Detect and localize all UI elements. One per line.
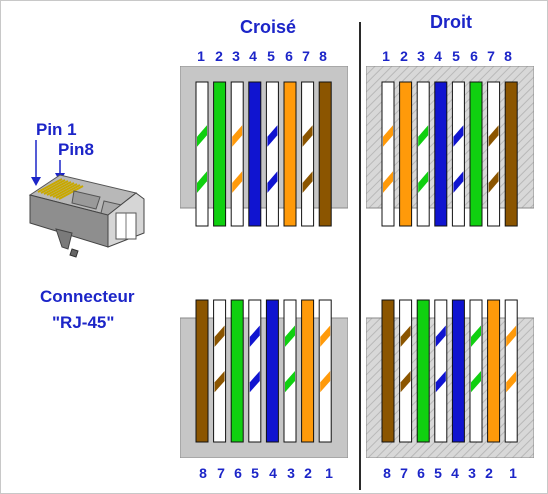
wire-wh-brown: [487, 81, 501, 227]
pin-number: 8: [504, 48, 512, 64]
pin-number: 3: [287, 465, 295, 481]
pin-number: 4: [451, 465, 459, 481]
connector-caption-line1: Connecteur: [40, 287, 135, 306]
straight-connector-bottom: [366, 298, 534, 458]
wire-wh-orange: [504, 299, 518, 443]
pin-number: 2: [215, 48, 223, 64]
pin1-label: Pin 1: [36, 120, 77, 139]
wire-wh-orange: [318, 299, 332, 443]
pin-number: 6: [234, 465, 242, 481]
wire-wh-blue: [248, 299, 262, 443]
wire-brown: [318, 81, 332, 227]
pin-numbers-crossover-top: 1 2 3 4 5 6 7 8: [194, 48, 344, 66]
pin-number: 6: [417, 465, 425, 481]
wire-wh-green: [195, 81, 209, 227]
crossover-connector-top: [180, 66, 348, 228]
pin-number: 7: [487, 48, 495, 64]
wire-wh-green: [283, 299, 297, 443]
wire-green: [469, 81, 483, 227]
wire-wh-brown: [213, 299, 227, 443]
wire-wh-green: [469, 299, 483, 443]
wire-blue: [265, 299, 279, 443]
pin-number: 4: [269, 465, 277, 481]
wire-orange: [283, 81, 297, 227]
wire-wh-brown: [399, 299, 413, 443]
pin-number: 4: [434, 48, 442, 64]
pin-number: 5: [251, 465, 259, 481]
pin-number: 5: [267, 48, 275, 64]
pin-number: 1: [382, 48, 390, 64]
pin-number: 6: [285, 48, 293, 64]
pin-number: 2: [304, 465, 312, 481]
pin-number: 8: [199, 465, 207, 481]
wire-orange: [487, 299, 501, 443]
pin-number: 5: [452, 48, 460, 64]
section-divider: [359, 22, 361, 490]
wire-wh-blue: [265, 81, 279, 227]
pin-numbers-straight-top: 1 2 3 4 5 6 7 8: [379, 48, 529, 66]
pin-number: 8: [383, 465, 391, 481]
pin-numbers-straight-bottom: 8 7 6 5 4 3 2 1: [380, 465, 530, 483]
pin-numbers-crossover-bottom: 8 7 6 5 4 3 2 1: [196, 465, 346, 483]
pin-number: 8: [319, 48, 327, 64]
wire-green: [416, 299, 430, 443]
wire-wh-blue: [451, 81, 465, 227]
straight-title: Droit: [430, 12, 472, 32]
wire-blue: [434, 81, 448, 227]
wire-brown: [381, 299, 395, 443]
pin-number: 4: [249, 48, 257, 64]
pin8-label: Pin8: [58, 140, 94, 159]
pin-number: 3: [468, 465, 476, 481]
pin-number: 2: [400, 48, 408, 64]
pin-number: 3: [417, 48, 425, 64]
pin-number: 7: [217, 465, 225, 481]
crossover-connector-bottom: [180, 298, 348, 458]
wire-blue: [248, 81, 262, 227]
pin-number: 5: [434, 465, 442, 481]
wire-orange: [399, 81, 413, 227]
wire-orange: [301, 299, 315, 443]
pin-number: 1: [509, 465, 517, 481]
wire-blue: [451, 299, 465, 443]
pin-number: 3: [232, 48, 240, 64]
wire-brown: [504, 81, 518, 227]
pin-number: 6: [470, 48, 478, 64]
wire-wh-orange: [381, 81, 395, 227]
pin-number: 2: [485, 465, 493, 481]
pin-number: 7: [302, 48, 310, 64]
pin-number: 1: [197, 48, 205, 64]
crossover-title: Croisé: [240, 17, 297, 37]
wire-green: [230, 299, 244, 443]
wire-wh-orange: [230, 81, 244, 227]
rj45-plug-icon: [28, 174, 145, 258]
wire-wh-brown: [301, 81, 315, 227]
wire-green: [213, 81, 227, 227]
wire-wh-blue: [434, 299, 448, 443]
pin-number: 1: [325, 465, 333, 481]
straight-connector-top: [366, 66, 534, 228]
wire-wh-green: [416, 81, 430, 227]
pin-number: 7: [400, 465, 408, 481]
connector-caption-line2: "RJ-45": [52, 313, 115, 332]
wire-brown: [195, 299, 209, 443]
